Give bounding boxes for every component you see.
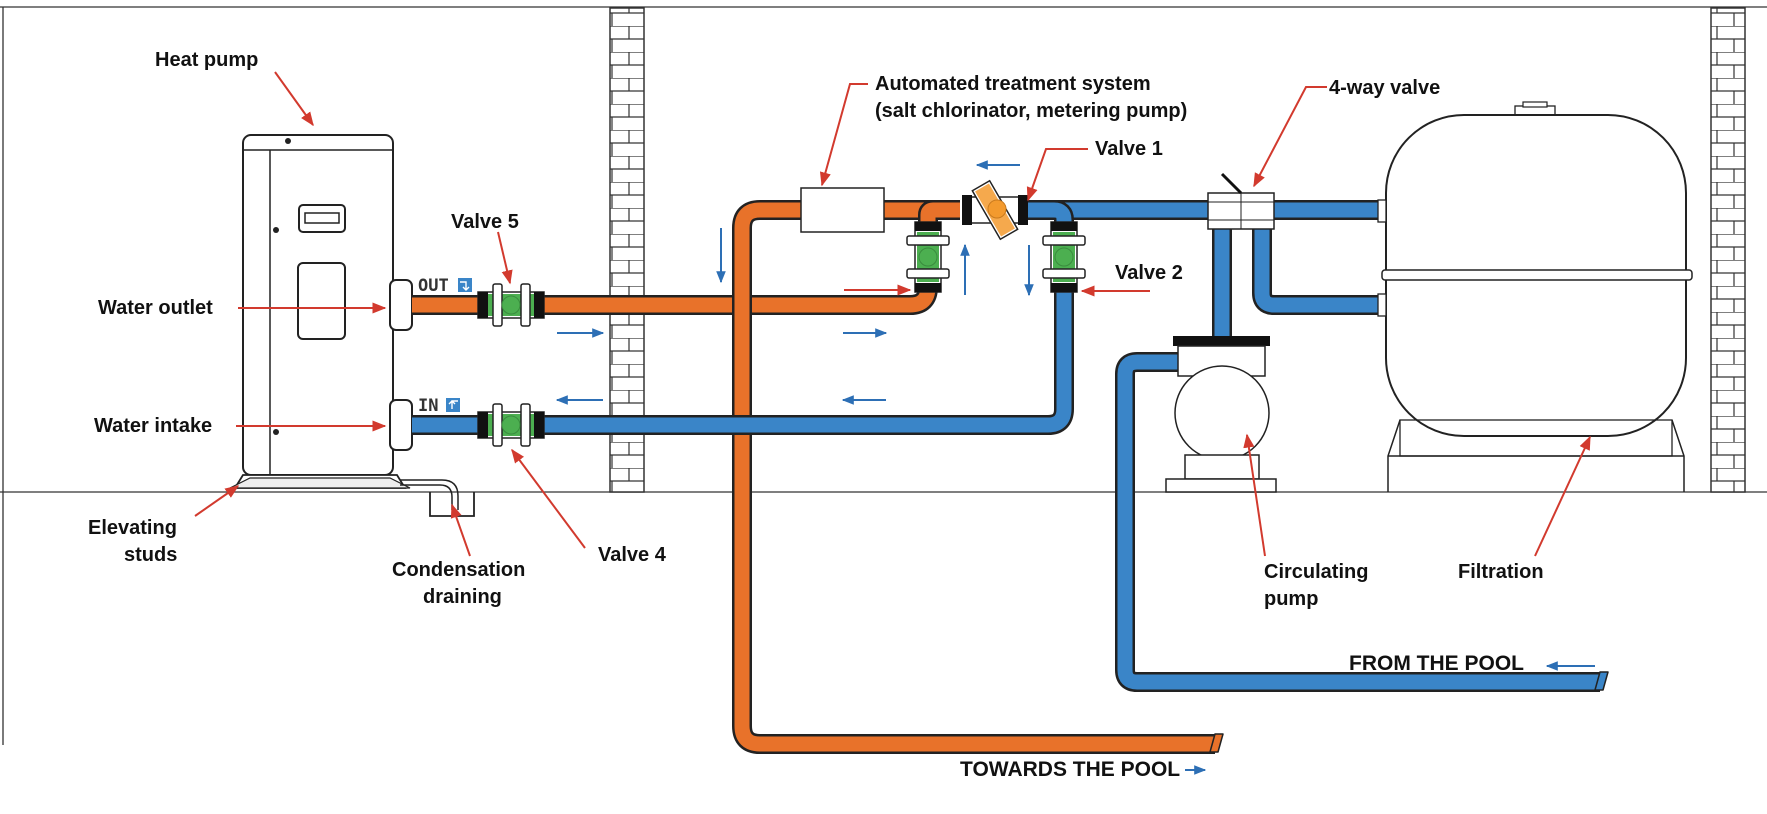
valve-4-icon <box>477 403 545 447</box>
valve-5-icon <box>477 283 545 327</box>
flow-arrow-icon <box>555 160 1595 775</box>
label-from-the-pool: FROM THE POOL <box>1349 652 1524 675</box>
label-condensation-2: draining <box>423 586 502 608</box>
label-filtration: Filtration <box>1458 561 1544 583</box>
svg-text:OUT: OUT <box>418 276 449 296</box>
label-valve-5: Valve 5 <box>451 211 519 233</box>
pointer-arrows <box>194 71 1591 557</box>
diagram-labels: Heat pump Water outlet Water intake Elev… <box>88 49 1544 781</box>
label-circulating-pump-2: pump <box>1264 588 1318 610</box>
label-elevating-studs-2: studs <box>124 544 177 566</box>
label-condensation-1: Condensation <box>392 559 525 581</box>
brick-wall-icon <box>609 7 645 493</box>
condensation-drain-icon <box>400 479 475 517</box>
scene-frame <box>0 6 1767 745</box>
label-elevating-studs-1: Elevating <box>88 517 177 539</box>
cold-water-pipe <box>412 200 1609 692</box>
label-heat-pump: Heat pump <box>155 49 258 71</box>
in-tag: IN <box>418 396 460 416</box>
label-treatment-2: (salt chlorinator, metering pump) <box>875 100 1187 122</box>
filter-tank-icon <box>1377 101 1693 492</box>
label-valve-4: Valve 4 <box>598 544 667 566</box>
label-valve-2: Valve 2 <box>1115 262 1183 284</box>
label-water-outlet: Water outlet <box>98 297 213 319</box>
treatment-system-icon <box>800 187 885 233</box>
brick-wall-right-icon <box>1710 7 1746 493</box>
valve-3-icon <box>906 221 950 293</box>
label-valve-1: Valve 1 <box>1095 138 1163 160</box>
svg-text:IN: IN <box>418 396 438 416</box>
out-tag: OUT <box>418 276 472 296</box>
valve-2-icon <box>1042 221 1086 293</box>
label-water-intake: Water intake <box>94 415 212 437</box>
heat-pump-icon <box>229 134 413 489</box>
valve-1-icon <box>962 179 1028 241</box>
circulating-pump-icon <box>1165 336 1277 493</box>
label-treatment-1: Automated treatment system <box>875 73 1151 95</box>
label-circulating-pump-1: Circulating <box>1264 561 1368 583</box>
label-four-way-valve: 4-way valve <box>1329 77 1440 99</box>
label-towards-the-pool: TOWARDS THE POOL <box>960 758 1180 781</box>
four-way-valve-icon <box>1207 172 1275 230</box>
